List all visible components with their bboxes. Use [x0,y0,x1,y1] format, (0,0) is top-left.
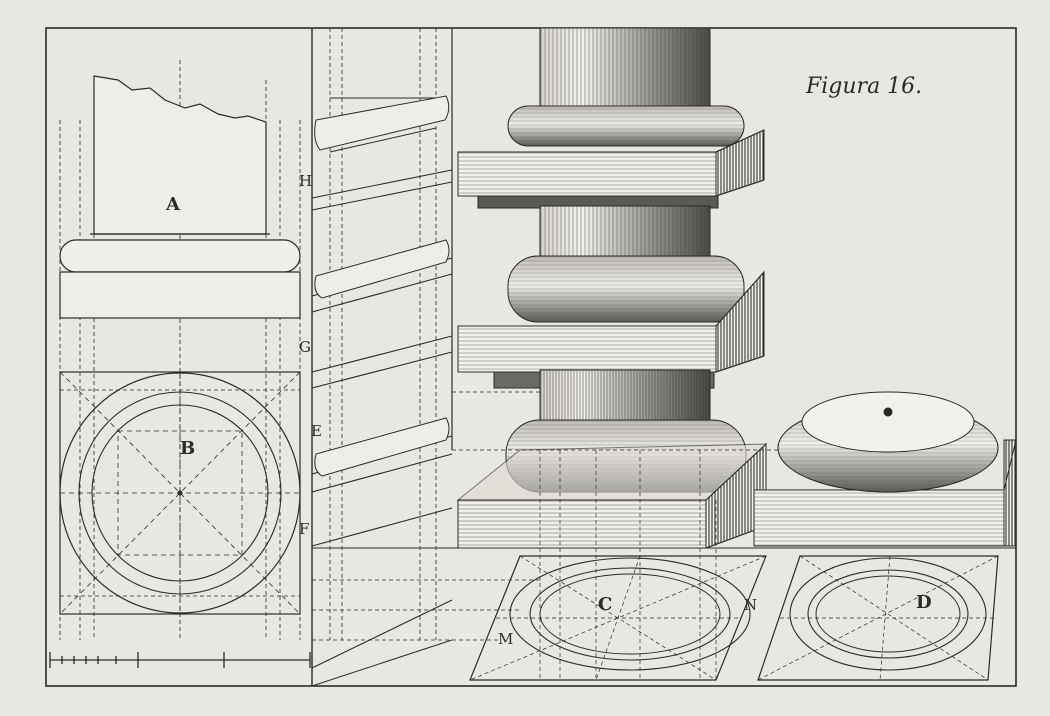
plate-border [45,27,1017,687]
label-e: E [311,422,322,440]
label-m: M [498,630,514,648]
label-a: A [166,194,180,215]
middle-profile [311,28,780,687]
figure-title: Figura 16. [806,74,923,99]
label-f: F [299,520,310,538]
perspective-plans [452,391,1016,681]
left-elevation-plan [49,28,313,686]
label-c: C [598,594,613,615]
loose-base [753,391,1017,547]
label-b: B [180,438,196,459]
label-h: H [299,172,313,190]
label-g: G [299,338,311,356]
label-n: N [744,596,758,614]
label-d: D [916,592,932,613]
